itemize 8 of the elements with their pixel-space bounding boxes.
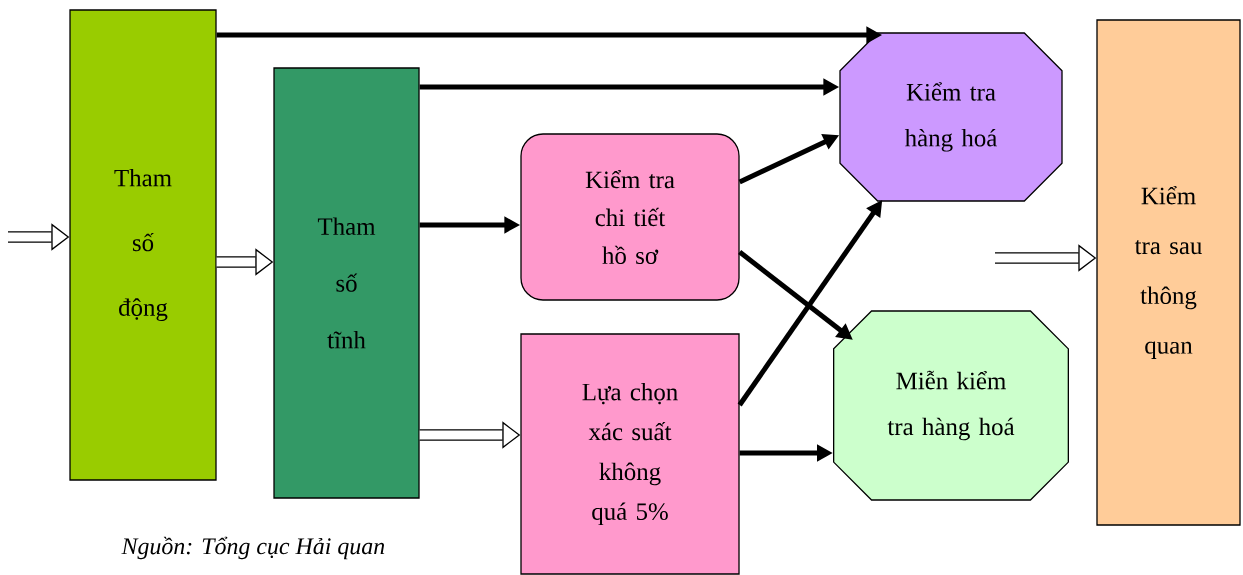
octagon-box: Kiểm tra hàng hoá [839,32,1063,202]
process-box: Lựa chọn xác suất không quá 5% [520,333,740,575]
octagon-box: Miễn kiểm tra hàng hoá [833,310,1069,501]
process-box: Tham số tĩnh [273,67,420,499]
caption: Nguồn: Tổng cục Hải quan [121,536,385,560]
process-box: Kiểm tra chi tiết hồ sơ [520,133,740,301]
process-box: Tham số động [69,9,217,481]
process-box: Kiểm tra sau thông quan [1096,19,1241,526]
